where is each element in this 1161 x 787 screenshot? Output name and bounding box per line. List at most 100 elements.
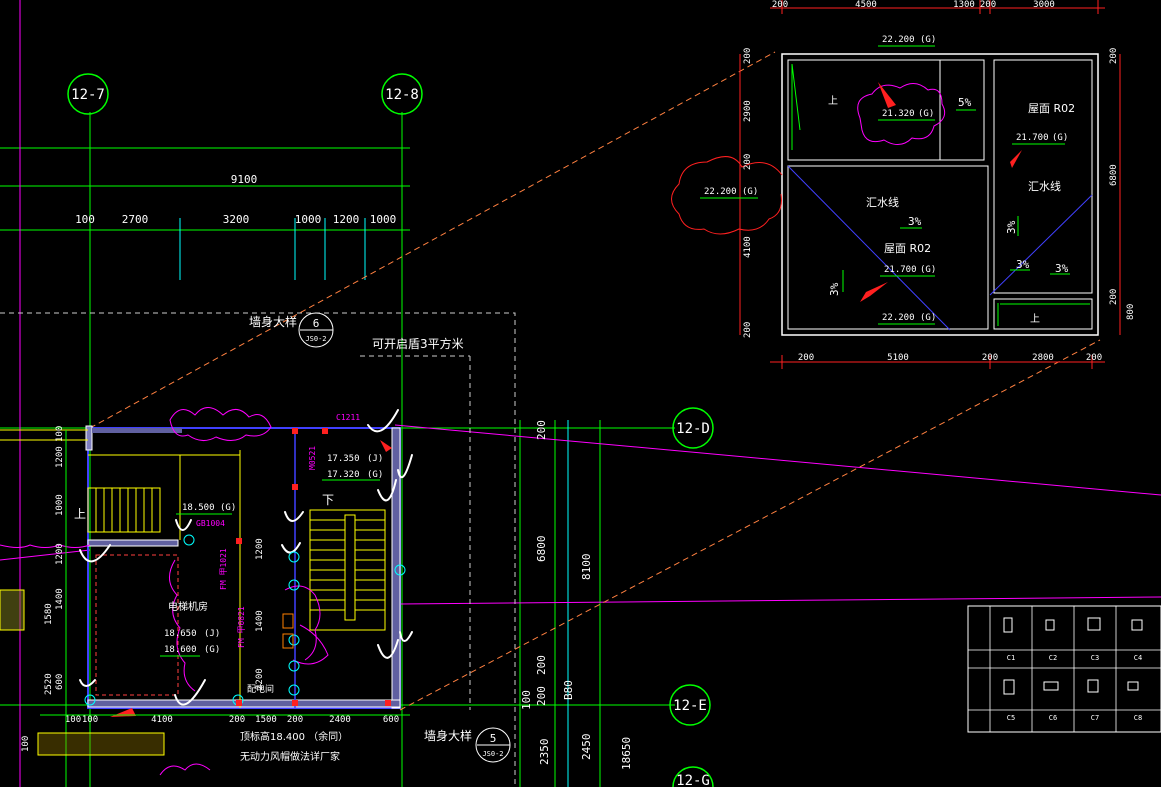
dim: 5100 [887, 353, 909, 363]
elevation: 21.700 [1016, 133, 1049, 143]
dim: 1580 [44, 603, 54, 625]
slope: 3% [908, 215, 922, 228]
elevation-tag: (G) [367, 470, 383, 480]
dim: 4500 [855, 0, 877, 10]
elevation-tag: (G) [1052, 133, 1068, 143]
slope: 3% [1005, 220, 1018, 234]
dim: 100 [520, 690, 533, 710]
elevation: 21.700 [884, 265, 917, 275]
dim: 1300 [953, 0, 975, 10]
dim: 100 [65, 715, 81, 725]
dim: 3200 [223, 213, 250, 226]
dim: 200 [1109, 289, 1119, 305]
up-label: 上 [1030, 313, 1040, 325]
top-dimensions: 9100 100 2700 3200 1000 1200 1000 [75, 173, 396, 226]
dim: 1200 [333, 213, 360, 226]
elevation-tag: (G) [920, 313, 936, 323]
dim: 1400 [55, 588, 65, 610]
gutter-line-label: 汇水线 [866, 195, 899, 209]
legend-cell: C3 [1091, 654, 1099, 662]
callout-sheet: JS0-2 [305, 335, 326, 343]
axis-bubble-12-8: 12-8 [381, 73, 423, 115]
elevation: 22.200 [882, 313, 915, 323]
stair-down-label: 下 [322, 493, 334, 507]
door-tag: FM 甲1021 [219, 548, 228, 590]
dim: 200 [743, 322, 753, 338]
axis-label: 12-7 [71, 87, 105, 103]
revision-clouds [0, 407, 329, 776]
stair-up-label: 上 [74, 507, 86, 521]
dim: 200 [1086, 353, 1102, 363]
elevation: 17.350 [327, 454, 360, 464]
elevation: 21.320 [882, 109, 915, 119]
elevation: 22.200 [882, 35, 915, 45]
dim: 2200 [255, 668, 265, 690]
slope: 5% [958, 96, 972, 109]
axis-label: 12-D [676, 421, 710, 437]
elevation-tag: (G) [742, 187, 758, 197]
dim: 2900 [743, 100, 753, 122]
axis-label: 12-E [673, 698, 707, 714]
dim: 200 [535, 655, 548, 675]
elevation-tag: (G) [918, 109, 934, 119]
dim: 1200 [55, 543, 65, 565]
dim: 1000 [370, 213, 397, 226]
elevation: 18.650 [164, 629, 197, 639]
roof-type-label: 屋面 R02 [884, 242, 931, 255]
dim: 200 [772, 0, 788, 10]
axis-bubble-12-7: 12-7 [67, 73, 109, 115]
dim: 2400 [329, 715, 351, 725]
dim: 2520 [44, 673, 54, 695]
right-dimensions: 200 6800 8100 200 200 100 B80 2350 2450 … [520, 420, 633, 770]
dim-total: 9100 [231, 173, 258, 186]
elevation: 18.500 [182, 503, 215, 513]
legend-cell: C1 [1007, 654, 1015, 662]
check-marks [79, 409, 413, 706]
dim: 100 [82, 715, 98, 725]
elevation-tag: (G) [220, 503, 236, 513]
legend-cell: C2 [1049, 654, 1057, 662]
dim: 200 [1109, 48, 1119, 64]
stair-main [309, 509, 386, 631]
wall-detail-note: 墙身大样 [249, 314, 297, 329]
dim: 600 [383, 715, 399, 725]
dim: 2450 [580, 734, 593, 761]
callout-number: 6 [313, 317, 320, 330]
legend-cell: C4 [1134, 654, 1142, 662]
skylight-note: 可开启盾3平方米 [372, 336, 464, 351]
floor-plan [0, 407, 413, 776]
legend-cell: C5 [1007, 714, 1015, 722]
dim: 4100 [743, 236, 753, 258]
dim: 100 [21, 736, 31, 752]
dim: 200 [743, 48, 753, 64]
vent-tag: GB1004 [196, 519, 225, 528]
axis-label: 12-G [676, 773, 710, 787]
dim: 200 [798, 353, 814, 363]
hatched-elements [0, 589, 165, 756]
window-tag: C1211 [336, 413, 360, 422]
elevation-tag: (G) [920, 35, 936, 45]
dim: 6800 [535, 536, 548, 563]
stair-treads [87, 487, 161, 533]
dim: 1200 [255, 538, 265, 560]
elec-room-label: 配电间 [247, 683, 274, 695]
inset-roof-plan [671, 0, 1121, 369]
elevation: 18.600 [164, 645, 197, 655]
dim: 100 [55, 426, 65, 442]
slope: 3% [828, 282, 841, 296]
machine-room-outline [95, 554, 179, 696]
door-tag: M0521 [308, 446, 317, 470]
dim: 2700 [122, 213, 149, 226]
cyan-lines [179, 218, 569, 787]
dim: 3000 [1033, 0, 1055, 10]
plan-labels: 墙身大样 6 JS0-2 可开启盾3平方米 上 下 电梯机房 18.650 (J… [74, 312, 511, 763]
door-tag: FM 甲0821 [237, 606, 246, 648]
dim: 600 [55, 674, 65, 690]
inset-labels: 200 4500 1300 200 3000 200 5100 200 2800… [700, 0, 1136, 363]
dim: 200 [535, 686, 548, 706]
dim: 200 [229, 715, 245, 725]
legend-cell: C7 [1091, 714, 1099, 722]
legend-cell: C8 [1134, 714, 1142, 722]
